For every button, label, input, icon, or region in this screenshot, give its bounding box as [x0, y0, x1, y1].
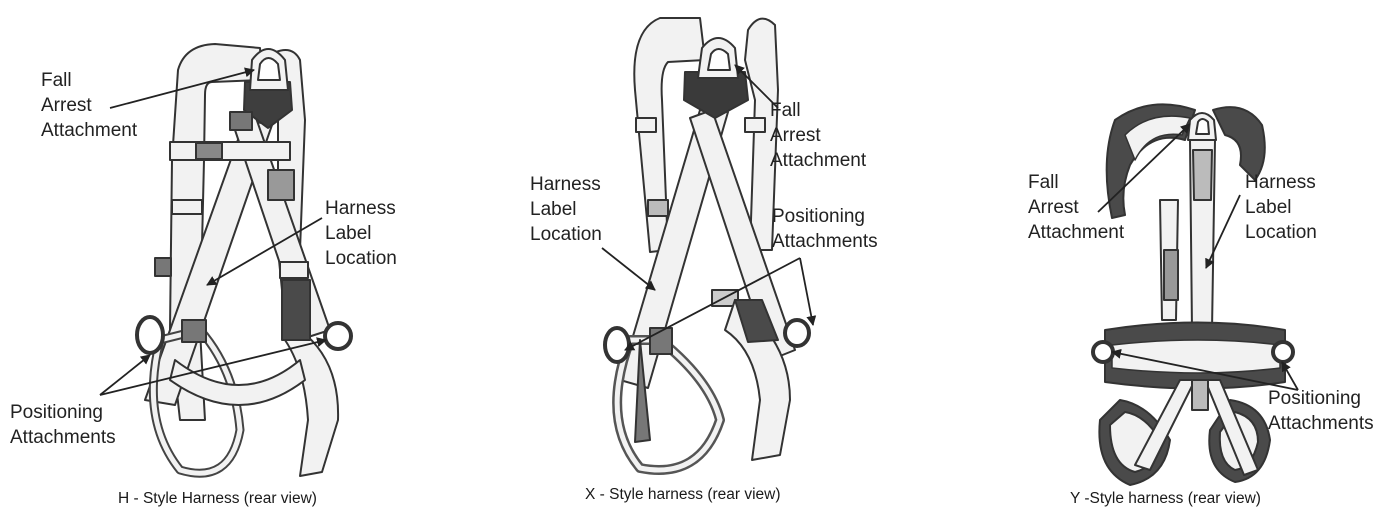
x-positioning-label: Positioning Attachments: [772, 204, 878, 254]
h-left-side-d-ring: [137, 317, 163, 353]
x-positioning-line-1: Positioning: [772, 204, 878, 229]
y-fall-arrest-line-2: Arrest: [1028, 195, 1124, 220]
y-harness-label-location-label: Harness Label Location: [1245, 170, 1317, 245]
h-right-side-d-ring: [325, 323, 351, 349]
y-positioning-line-1: Positioning: [1268, 386, 1374, 411]
h-style-harness-drawing: [137, 44, 351, 476]
y-style-harness-drawing: [1093, 104, 1293, 485]
y-right-side-d-ring: [1273, 342, 1293, 362]
h-fall-arrest-line-2: Arrest: [41, 93, 137, 118]
y-positioning-line-2: Attachments: [1268, 411, 1374, 436]
h-harness-label-line-2: Label: [325, 221, 397, 246]
x-fall-arrest-line-1: Fall: [770, 98, 866, 123]
x-positioning-line-2: Attachments: [772, 229, 878, 254]
x-harness-label-line-3: Location: [530, 222, 602, 247]
y-fall-arrest-label: Fall Arrest Attachment: [1028, 170, 1124, 245]
y-left-side-d-ring: [1093, 342, 1113, 362]
x-harness-label-location-label: Harness Label Location: [530, 172, 602, 247]
h-positioning-line-2: Attachments: [10, 425, 116, 450]
y-style-caption: Y -Style harness (rear view): [1070, 490, 1261, 508]
x-label-location-arrow: [602, 248, 655, 290]
x-left-side-d-ring: [605, 328, 629, 362]
x-harness-label-line-1: Harness: [530, 172, 602, 197]
h-harness-label-line-1: Harness: [325, 196, 397, 221]
x-fall-arrest-label: Fall Arrest Attachment: [770, 98, 866, 173]
h-style-caption: H - Style Harness (rear view): [118, 490, 317, 508]
h-positioning-label: Positioning Attachments: [10, 400, 116, 450]
x-fall-arrest-line-3: Attachment: [770, 148, 866, 173]
y-fall-arrest-line-1: Fall: [1028, 170, 1124, 195]
y-positioning-label: Positioning Attachments: [1268, 386, 1374, 436]
h-right-leg-loop: [285, 330, 338, 476]
h-fall-arrest-line-1: Fall: [41, 68, 137, 93]
y-harness-label-line-3: Location: [1245, 220, 1317, 245]
y-harness-label-line-2: Label: [1245, 195, 1317, 220]
x-positioning-arrow-right: [800, 258, 813, 325]
h-harness-label-location-label: Harness Label Location: [325, 196, 397, 271]
h-fall-arrest-label: Fall Arrest Attachment: [41, 68, 137, 143]
x-right-side-d-ring: [785, 320, 809, 346]
h-fall-arrest-line-3: Attachment: [41, 118, 137, 143]
h-positioning-line-1: Positioning: [10, 400, 116, 425]
y-fall-arrest-line-3: Attachment: [1028, 220, 1124, 245]
h-chest-strap: [170, 142, 290, 160]
x-style-caption: X - Style harness (rear view): [585, 486, 781, 504]
h-harness-label-line-3: Location: [325, 246, 397, 271]
x-fall-arrest-line-2: Arrest: [770, 123, 866, 148]
y-harness-label-line-1: Harness: [1245, 170, 1317, 195]
x-harness-label-line-2: Label: [530, 197, 602, 222]
